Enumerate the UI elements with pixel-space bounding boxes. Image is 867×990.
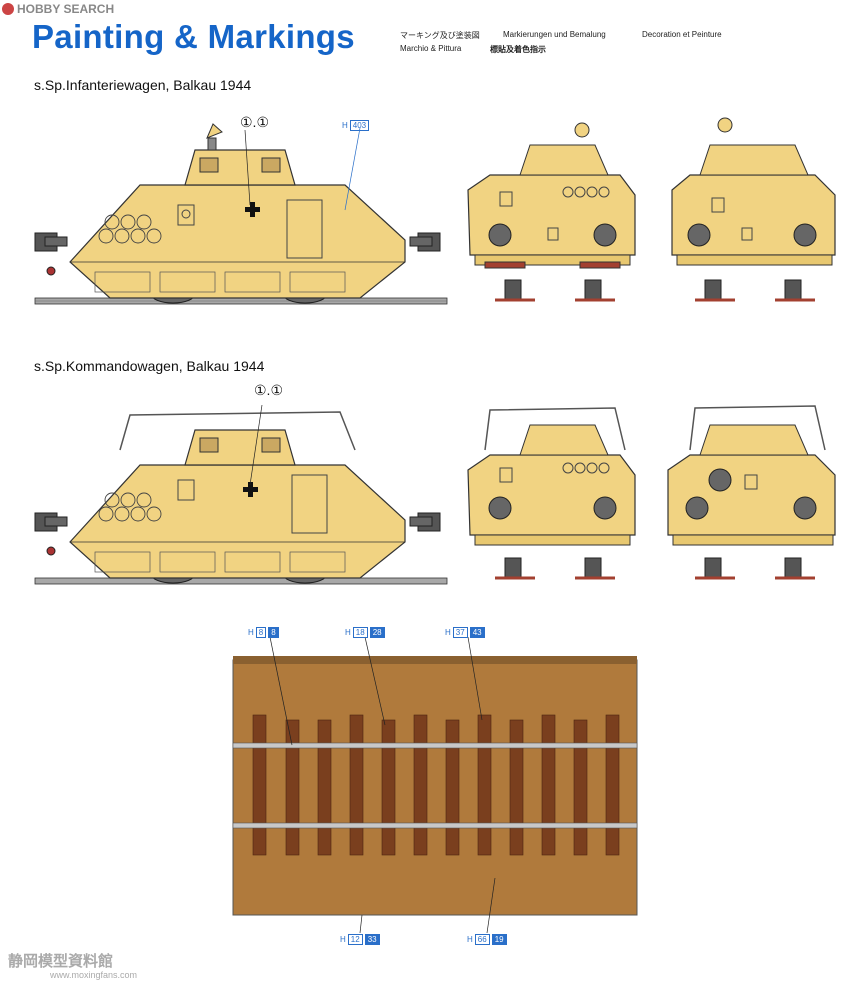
hobby-search-logo-icon <box>2 3 14 15</box>
callout-code-b: 33 <box>364 934 380 945</box>
callout-code-b: 19 <box>491 934 507 945</box>
callout-prefix: H <box>248 628 254 637</box>
balkenkreuz-icon <box>243 482 258 497</box>
callout-code-b: 43 <box>469 627 485 638</box>
hobby-search-text: HOBBY SEARCH <box>17 2 115 16</box>
decal-number-1: ①.① <box>240 114 269 130</box>
callout-code-a: 12 <box>347 934 363 945</box>
callout-code-b: 8 <box>268 627 279 638</box>
callout-code-a: 8 <box>255 627 267 638</box>
callout-prefix: H <box>345 628 351 637</box>
callout-prefix: H <box>445 628 451 637</box>
vehicle-1-front-view <box>467 122 636 302</box>
vehicle-2-front-view <box>467 407 636 580</box>
decal-number-2: ①.① <box>254 382 283 398</box>
callout-code-a: 66 <box>474 934 490 945</box>
site-watermark-url: www.moxingfans.com <box>50 970 138 980</box>
rail-2 <box>34 577 448 585</box>
lang-fr: Decoration et Peinture <box>642 30 722 39</box>
callout-code: 403 <box>349 120 370 131</box>
callout-code-a: 18 <box>352 627 368 638</box>
lang-cn: 標貼及着色指示 <box>490 45 546 54</box>
callout-prefix: H <box>467 935 473 944</box>
callout-prefix: H <box>342 121 348 130</box>
lang-de: Markierungen und Bemalung <box>503 30 606 39</box>
vehicle-2-rear-view <box>667 405 836 580</box>
callout-code-a: 37 <box>452 627 468 638</box>
site-watermark: 静岡模型資料館 <box>8 953 114 970</box>
hobby-search-watermark: HOBBY SEARCH <box>2 2 114 16</box>
callout-code-b: 28 <box>369 627 385 638</box>
vehicle-2-name: s.Sp.Kommandowagen, Balkau 1944 <box>34 358 265 374</box>
track-bed-diagram <box>232 636 638 934</box>
vehicle-2-side-view <box>34 404 448 585</box>
balkenkreuz-icon <box>245 202 260 217</box>
sleepers <box>252 714 620 856</box>
vehicle-1-name: s.Sp.Infanteriewagen, Balkau 1944 <box>34 77 252 93</box>
callout-prefix: H <box>340 935 346 944</box>
lang-jp: マーキング及び塗装図 <box>400 31 480 40</box>
vehicle-1-rear-view <box>671 117 836 302</box>
rail-right <box>232 822 638 829</box>
vehicle-1-side-view <box>34 123 448 305</box>
ground-bed <box>232 659 638 916</box>
lang-it: Marchio & Pittura <box>400 44 462 53</box>
page-title: Painting & Markings <box>32 18 355 55</box>
rail-left <box>232 742 638 749</box>
